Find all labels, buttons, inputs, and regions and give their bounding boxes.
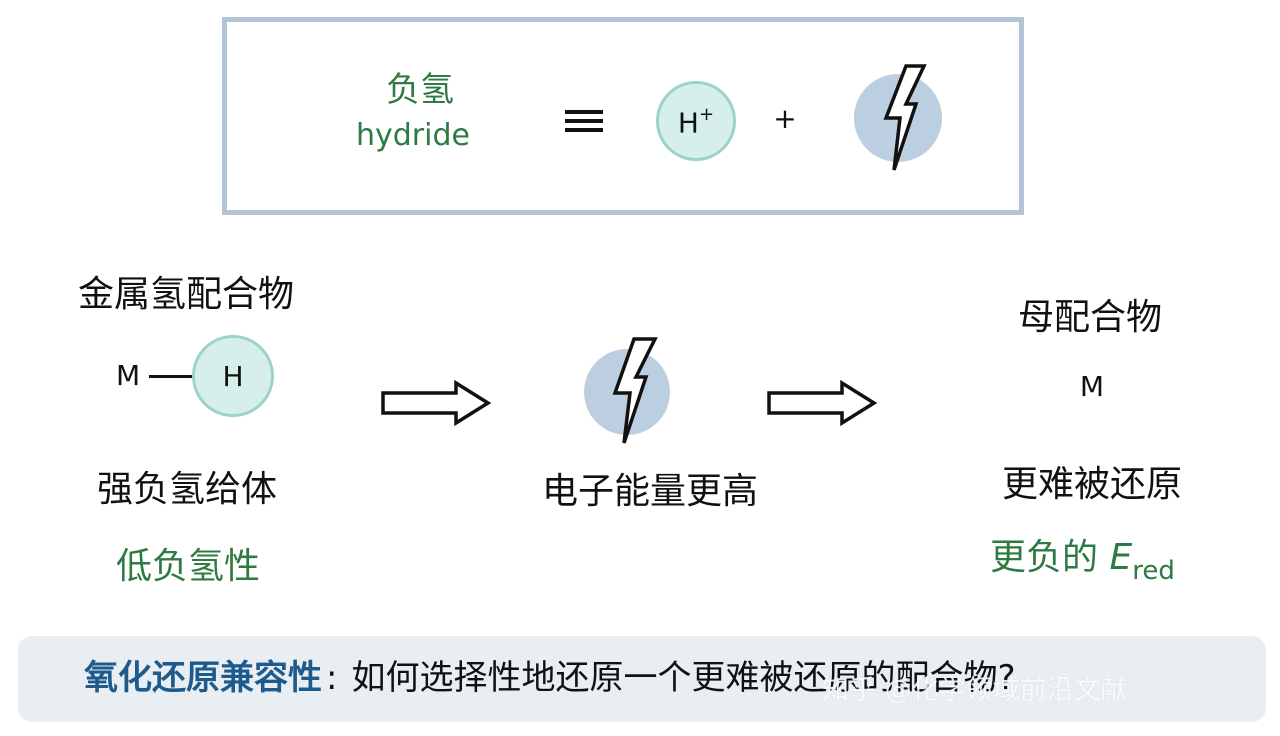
redox-compatibility-text: 氧化还原兼容性: 如何选择性地还原一个更难被还原的配合物?: [84, 656, 1016, 700]
redox-compatibility-bar: [18, 636, 1266, 722]
metal-hydrogen-bond: [149, 375, 195, 378]
hydride-english-label: hydride: [356, 118, 470, 153]
ered-subscript: red: [1132, 556, 1175, 587]
lightning-bolt-icon: [883, 64, 927, 171]
metal-symbol-left: M: [116, 359, 141, 392]
low-hydricity-label: 低负氢性: [115, 546, 260, 587]
higher-electron-energy-label: 电子能量更高: [541, 471, 758, 512]
ered-prefix: 更负的: [990, 537, 1110, 578]
ered-symbol: E: [1109, 537, 1133, 578]
proton-symbol: H: [677, 106, 699, 140]
selective-reduction-question: 如何选择性地还原一个更难被还原的配合物?: [351, 658, 1016, 698]
electron-icon-top: [854, 64, 942, 171]
proton-charge: +: [698, 104, 715, 126]
parent-complex-title: 母配合物: [1017, 297, 1162, 338]
equivalence-sign: [565, 110, 603, 134]
zhihu-watermark: 知乎 @化学领域前沿文献: [822, 675, 1128, 706]
harder-to-reduce-label: 更难被还原: [1001, 464, 1182, 505]
hydrogen-circle: H: [192, 335, 274, 417]
right-arrow-2: [767, 380, 878, 426]
metal-hydride-complex-title: 金属氢配合物: [77, 274, 294, 315]
lightning-bolt-icon: [612, 337, 658, 444]
more-negative-ered-label: 更负的 Ered: [990, 536, 1175, 591]
hydrogen-symbol: H: [222, 359, 244, 393]
strong-hydride-donor-label: 强负氢给体: [96, 469, 277, 510]
redox-compatibility-heading: 氧化还原兼容性: [84, 658, 322, 698]
heading-colon: :: [326, 658, 338, 698]
hydride-chinese-label: 负氢: [386, 70, 454, 110]
electron-icon-middle: [584, 337, 670, 444]
metal-symbol-right: M: [1079, 370, 1105, 403]
right-arrow-1: [381, 380, 492, 426]
proton-circle: H+: [656, 81, 736, 161]
plus-sign: +: [773, 102, 797, 135]
